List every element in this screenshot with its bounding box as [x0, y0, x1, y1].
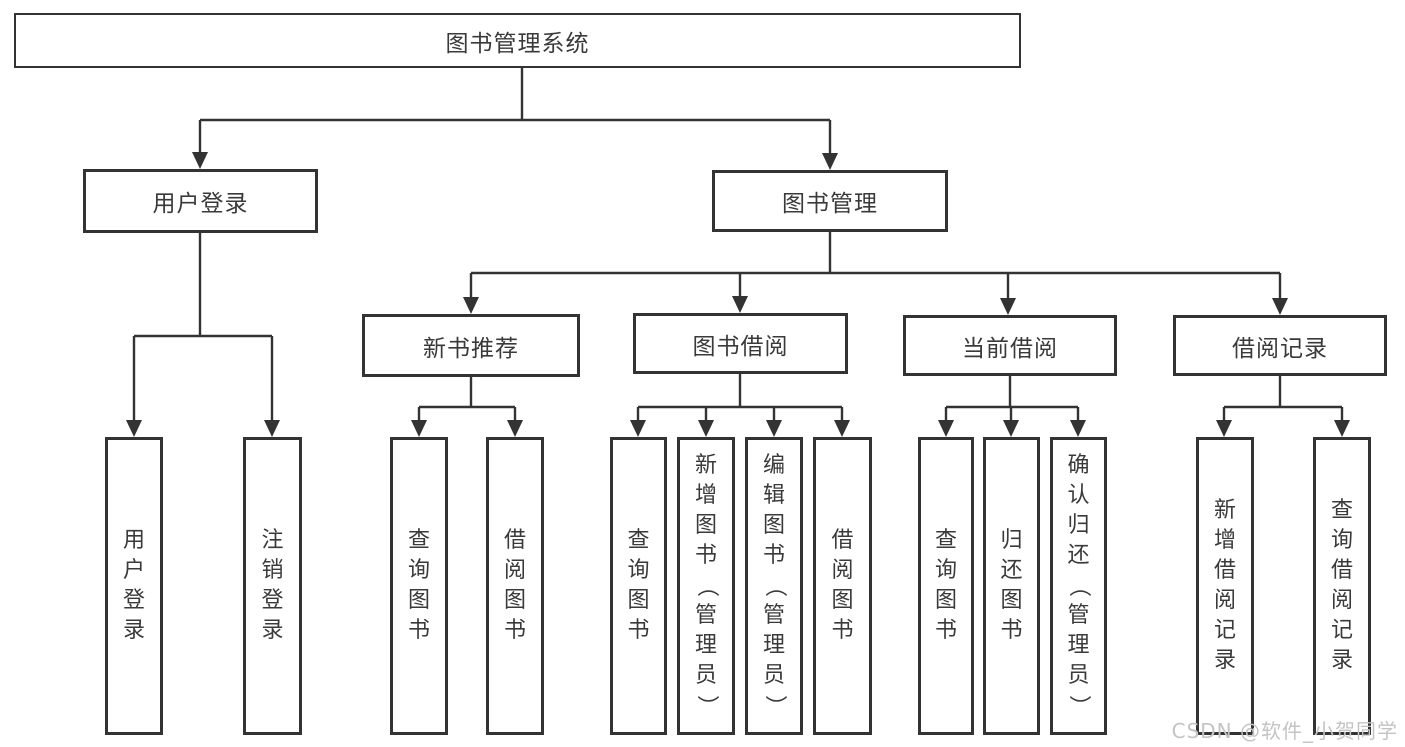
node-user-login-label: 用户登录 [152, 191, 249, 217]
leaf-current-confirm-admin: 确认归还（管理员） [1050, 437, 1107, 735]
node-book-borrow: 图书借阅 [633, 313, 848, 374]
leaf-borrow-add-admin-label: 新增图书（管理员） [693, 453, 719, 718]
leaf-current-query: 查询图书 [918, 437, 974, 735]
leaf-newbooks-query: 查询图书 [390, 437, 448, 735]
leaf-current-return-label: 归还图书 [1000, 528, 1023, 643]
leaf-user-login: 用户登录 [105, 437, 163, 735]
leaf-logout-label: 注销登录 [261, 528, 284, 643]
leaf-current-return: 归还图书 [983, 437, 1040, 735]
leaf-borrow-query-label: 查询图书 [627, 528, 650, 643]
node-book-management: 图书管理 [712, 170, 948, 232]
leaf-records-query-label: 查询借阅记录 [1330, 498, 1353, 673]
leaf-borrow-add-admin: 新增图书（管理员） [677, 437, 735, 735]
leaf-newbooks-query-label: 查询图书 [407, 528, 430, 643]
leaf-records-query: 查询借阅记录 [1313, 437, 1371, 735]
leaf-borrow-query: 查询图书 [610, 437, 667, 735]
leaf-borrow-book-label: 借阅图书 [831, 528, 854, 643]
leaf-current-query-label: 查询图书 [934, 528, 957, 643]
leaf-borrow-edit-admin-label: 编辑图书（管理员） [761, 453, 787, 718]
leaf-records-add: 新增借阅记录 [1196, 437, 1254, 735]
watermark: CSDN @软件_小贺同学 [1171, 719, 1398, 743]
node-borrow-records-label: 借阅记录 [1232, 335, 1328, 362]
node-current-borrow: 当前借阅 [903, 315, 1117, 376]
leaf-borrow-book: 借阅图书 [813, 437, 872, 735]
node-root-label: 图书管理系统 [445, 30, 590, 57]
leaf-newbooks-borrow: 借阅图书 [486, 437, 544, 735]
node-new-book-recommend-label: 新书推荐 [423, 335, 519, 362]
leaf-user-login-label: 用户登录 [122, 528, 145, 643]
leaf-records-add-label: 新增借阅记录 [1213, 498, 1236, 673]
leaf-logout: 注销登录 [243, 437, 302, 735]
node-user-login: 用户登录 [83, 169, 318, 233]
connector-segments [132, 68, 1344, 422]
node-book-borrow-label: 图书借阅 [692, 333, 789, 360]
node-root: 图书管理系统 [14, 13, 1021, 68]
node-current-borrow-label: 当前借阅 [962, 335, 1058, 362]
leaf-current-confirm-admin-label: 确认归还（管理员） [1066, 453, 1092, 718]
leaf-newbooks-borrow-label: 借阅图书 [503, 528, 526, 643]
leaf-borrow-edit-admin: 编辑图书（管理员） [745, 437, 803, 735]
node-book-management-label: 图书管理 [782, 191, 878, 217]
node-borrow-records: 借阅记录 [1173, 315, 1387, 376]
node-new-book-recommend: 新书推荐 [362, 314, 580, 377]
